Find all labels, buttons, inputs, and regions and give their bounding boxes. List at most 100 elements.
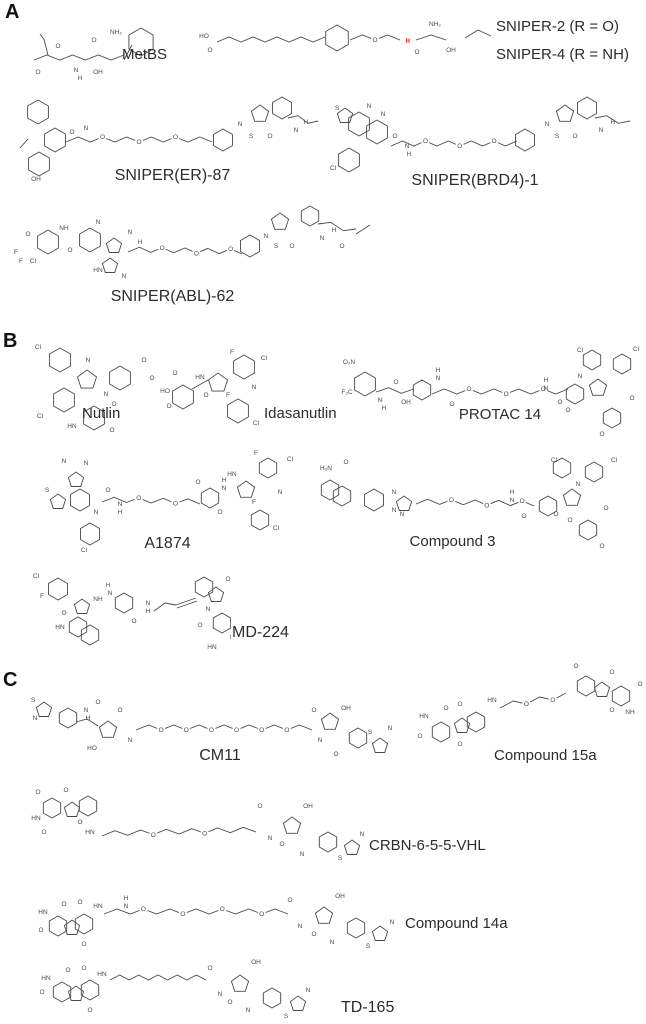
svg-text:O: O bbox=[504, 391, 509, 398]
svg-text:H: H bbox=[124, 895, 129, 902]
svg-text:N: N bbox=[246, 1007, 251, 1014]
svg-text:N: N bbox=[104, 391, 109, 398]
svg-text:O: O bbox=[209, 727, 214, 734]
svg-text:O: O bbox=[61, 901, 66, 908]
svg-text:N: N bbox=[381, 111, 386, 118]
svg-text:O: O bbox=[136, 139, 141, 146]
svg-text:HN: HN bbox=[97, 971, 107, 978]
label-sniper-brd4-1: SNIPER(BRD4)-1 bbox=[411, 172, 539, 189]
svg-text:O: O bbox=[61, 610, 66, 617]
svg-text:O: O bbox=[234, 727, 239, 734]
svg-text:O: O bbox=[67, 247, 72, 254]
svg-text:N: N bbox=[392, 489, 397, 496]
svg-text:R: R bbox=[406, 38, 411, 45]
svg-text:O: O bbox=[449, 497, 454, 504]
svg-text:OH: OH bbox=[251, 959, 261, 966]
svg-text:O: O bbox=[553, 511, 558, 518]
svg-text:NH₂: NH₂ bbox=[429, 21, 441, 28]
svg-text:N: N bbox=[405, 143, 410, 150]
svg-text:S: S bbox=[284, 1013, 289, 1020]
svg-text:H: H bbox=[407, 151, 412, 158]
svg-text:H: H bbox=[78, 75, 83, 82]
svg-text:Cl: Cl bbox=[551, 457, 558, 464]
svg-text:O: O bbox=[217, 509, 222, 516]
svg-text:HN: HN bbox=[207, 644, 217, 651]
svg-text:N: N bbox=[599, 127, 604, 134]
svg-text:O: O bbox=[172, 370, 177, 377]
svg-text:N: N bbox=[108, 590, 113, 597]
label-metbs: MetBS bbox=[122, 46, 168, 63]
svg-text:O: O bbox=[69, 129, 74, 136]
svg-text:OH: OH bbox=[341, 705, 351, 712]
svg-text:N: N bbox=[294, 127, 299, 134]
svg-text:O: O bbox=[609, 669, 614, 676]
label-md-224: MD-224 bbox=[232, 624, 289, 641]
svg-text:O: O bbox=[195, 479, 200, 486]
label-crbn-6-5-5-vhl: CRBN-6-5-5-VHL bbox=[369, 837, 486, 854]
svg-text:S: S bbox=[338, 855, 343, 862]
label-sniper-4: SNIPER-4 (R = NH) bbox=[496, 46, 629, 63]
svg-text:O: O bbox=[173, 501, 178, 508]
svg-text:O: O bbox=[151, 832, 156, 839]
svg-text:Cl: Cl bbox=[253, 420, 260, 427]
svg-text:N: N bbox=[86, 357, 91, 364]
svg-text:N: N bbox=[298, 923, 303, 930]
svg-text:O: O bbox=[111, 401, 116, 408]
svg-text:N: N bbox=[544, 385, 549, 392]
svg-text:N: N bbox=[306, 987, 311, 994]
svg-text:O: O bbox=[100, 134, 105, 141]
svg-text:H: H bbox=[304, 119, 309, 126]
svg-text:F: F bbox=[254, 450, 258, 457]
svg-text:O: O bbox=[81, 965, 86, 972]
svg-text:NH: NH bbox=[625, 709, 635, 716]
svg-text:O: O bbox=[203, 392, 208, 399]
svg-text:HN: HN bbox=[85, 829, 95, 836]
svg-text:O: O bbox=[35, 789, 40, 796]
svg-text:N: N bbox=[278, 489, 283, 496]
svg-text:O: O bbox=[63, 787, 68, 794]
svg-text:O: O bbox=[521, 513, 526, 520]
svg-text:HO: HO bbox=[160, 388, 170, 395]
svg-text:N: N bbox=[128, 229, 133, 236]
label-compound-14a: Compound 14a bbox=[405, 915, 508, 932]
label-compound-3: Compound 3 bbox=[409, 533, 496, 550]
svg-text:N: N bbox=[252, 384, 257, 391]
svg-text:O: O bbox=[333, 751, 338, 758]
svg-text:H: H bbox=[382, 405, 387, 412]
svg-text:O: O bbox=[259, 911, 264, 918]
svg-text:S: S bbox=[555, 133, 560, 140]
svg-text:O: O bbox=[197, 622, 202, 629]
svg-text:O: O bbox=[131, 618, 136, 625]
svg-text:O: O bbox=[77, 819, 82, 826]
svg-text:O: O bbox=[160, 245, 165, 252]
svg-text:Cl: Cl bbox=[37, 413, 44, 420]
svg-text:H: H bbox=[146, 608, 151, 615]
panel-b-letter: B bbox=[3, 330, 18, 352]
svg-text:O: O bbox=[105, 487, 110, 494]
svg-text:O: O bbox=[520, 498, 525, 505]
label-a1874: A1874 bbox=[144, 535, 191, 552]
svg-text:S: S bbox=[368, 729, 373, 736]
svg-text:F: F bbox=[230, 349, 234, 356]
svg-text:Cl: Cl bbox=[30, 258, 37, 265]
svg-text:OH: OH bbox=[335, 893, 345, 900]
svg-text:OH: OH bbox=[31, 176, 41, 183]
svg-text:O: O bbox=[229, 634, 231, 641]
svg-text:O: O bbox=[279, 841, 284, 848]
svg-text:H₂N: H₂N bbox=[320, 465, 332, 472]
svg-text:N: N bbox=[62, 458, 67, 465]
svg-text:F: F bbox=[40, 593, 44, 600]
svg-text:O: O bbox=[228, 246, 233, 253]
svg-text:O: O bbox=[484, 502, 489, 509]
svg-text:O: O bbox=[77, 899, 82, 906]
svg-text:N: N bbox=[268, 835, 273, 842]
svg-text:O: O bbox=[393, 379, 398, 386]
svg-text:O: O bbox=[35, 69, 40, 76]
svg-text:N: N bbox=[146, 600, 151, 607]
svg-text:O: O bbox=[87, 1007, 92, 1014]
svg-text:N: N bbox=[360, 831, 365, 838]
